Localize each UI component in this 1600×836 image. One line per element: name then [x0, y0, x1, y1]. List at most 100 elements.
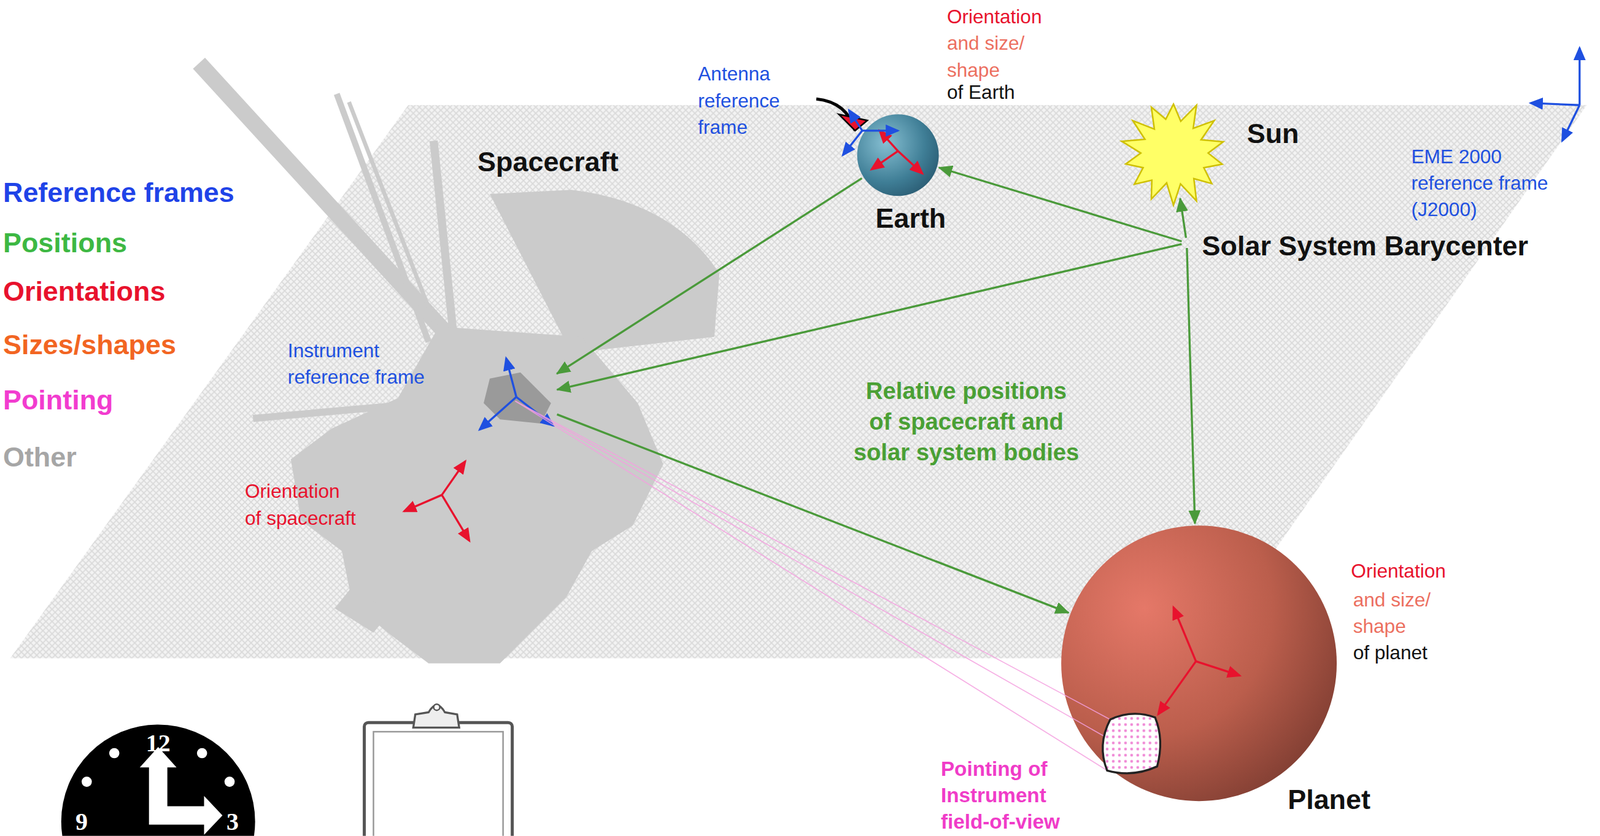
label-holder: EME 2000 reference frame (J2000): [1410, 143, 1575, 224]
label-holder: Antenna reference frame: [697, 61, 795, 142]
frame-label: Instrument reference frame: [287, 337, 452, 391]
illustration-part: [149, 763, 208, 825]
positions-note: Relative positions of spacecraft and sol…: [851, 375, 1081, 468]
illustration-part: [61, 724, 256, 836]
field-of-view-footprint: [1102, 713, 1161, 774]
position-vector: [557, 244, 1183, 390]
illustration-part: [842, 130, 863, 156]
label-holder: Reference frames: [3, 174, 235, 213]
node-text-holder: Spacecraft: [477, 146, 624, 179]
frame-label: EME 2000 reference frame (J2000): [1410, 143, 1575, 224]
node-text-holder: Sun: [1247, 117, 1300, 150]
illustration-part: [364, 722, 513, 836]
planet-circle: Planet: [1061, 525, 1337, 801]
sun-star: Sun: [1117, 96, 1230, 210]
label-holder: Pointing of Instrument field-of-view: [940, 754, 1072, 835]
position-vector: [1186, 247, 1195, 524]
clipboard-icon: [364, 703, 513, 836]
illustration-part: [441, 494, 470, 541]
node-title: Sun: [1247, 117, 1300, 150]
illustration-part: [1561, 104, 1580, 141]
barycenter-node: Solar System Barycenter: [1202, 229, 1534, 266]
size-shape-label: and size/ shape: [946, 30, 1040, 84]
node-title: Spacecraft: [477, 146, 624, 179]
planet-globe: [1061, 525, 1337, 801]
orientation-label: Orientation: [946, 4, 1043, 31]
legend-text: Pointing: [3, 381, 114, 420]
node-title: Earth: [875, 201, 947, 235]
earth-circle: Earth: [857, 114, 940, 196]
illustration-part: [109, 748, 120, 759]
label-holder: and size/ shape: [1353, 586, 1446, 640]
earth-orientation-axes: [871, 130, 923, 174]
label-holder: Instrument reference frame: [287, 337, 452, 391]
antenna-frame-axes: [842, 110, 898, 156]
clock-icon: [61, 724, 256, 836]
illustration-part: [1530, 103, 1580, 105]
frame-label: Antenna reference frame: [697, 61, 795, 142]
label-holder: Orientation of spacecraft: [244, 478, 359, 532]
label-holder: Pointing: [3, 381, 114, 420]
illustration-part: [204, 796, 223, 835]
illustration-part: [441, 461, 466, 496]
body-label: of Earth: [946, 79, 1016, 107]
orientation-label: Orientation: [1350, 557, 1446, 585]
node-title: Solar System Barycenter: [1202, 229, 1534, 263]
label-holder: and size/ shape: [946, 30, 1040, 84]
spacecraft-silhouette: [198, 63, 720, 664]
illustration-part: [506, 358, 517, 398]
clock-number: 9: [67, 805, 97, 836]
illustration-part: [862, 129, 898, 132]
body-label: of planet: [1353, 639, 1428, 666]
illustration-part: [1196, 660, 1240, 676]
sun-star-outline: [1117, 96, 1230, 210]
illustration-part: [848, 110, 863, 131]
illustration-part: [334, 586, 390, 633]
eme2000-axes: [1530, 47, 1580, 141]
position-vector: [1180, 198, 1186, 238]
illustration-part: [871, 150, 898, 170]
legend-text: Reference frames: [3, 174, 235, 213]
instrument-frame-axes: [479, 358, 553, 430]
legend-text: Orientations: [3, 273, 166, 312]
size-shape-label: and size/ shape: [1353, 586, 1446, 640]
label-holder: Orientation: [1350, 557, 1446, 585]
legend-text: Other: [3, 438, 77, 477]
illustration-part: [897, 150, 923, 174]
clock-number: 3: [218, 805, 248, 836]
node-text-holder: Planet: [1287, 783, 1371, 817]
illustration-part: [81, 776, 93, 787]
reference-plane: [10, 104, 1588, 658]
illustration-part: [1578, 47, 1581, 105]
label-holder: Orientations: [3, 273, 166, 312]
planet-orientation-axes: [1158, 606, 1240, 715]
earth-globe: [857, 114, 940, 196]
label-holder: Positions: [3, 224, 128, 263]
spacecraft-node: Spacecraft: [477, 146, 624, 182]
illustration-part: [224, 776, 236, 787]
illustration-part: [433, 703, 441, 711]
node-text-holder: Solar System Barycenter: [1202, 229, 1534, 263]
node-text-holder: Earth: [875, 201, 947, 235]
illustration-part: [198, 63, 455, 342]
label-holder: 9: [67, 805, 97, 836]
legend-text: Positions: [3, 224, 128, 263]
legend-text: Sizes/shapes: [3, 326, 177, 365]
clock-number: 12: [135, 726, 181, 761]
label-holder: Orientation: [946, 4, 1043, 31]
illustration-part: [879, 130, 898, 151]
earth-circle-outline: [857, 114, 940, 196]
label-holder: 3: [218, 805, 248, 836]
barycenter-point: [1183, 239, 1191, 247]
planet-circle-outline: [1061, 525, 1337, 801]
label-holder: 12: [135, 726, 181, 761]
illustration-part: [1158, 660, 1197, 714]
illustration-part: [1173, 606, 1197, 661]
illustration-part: [373, 731, 504, 836]
illustration-part: [479, 397, 517, 430]
sun-star: [1121, 104, 1224, 206]
